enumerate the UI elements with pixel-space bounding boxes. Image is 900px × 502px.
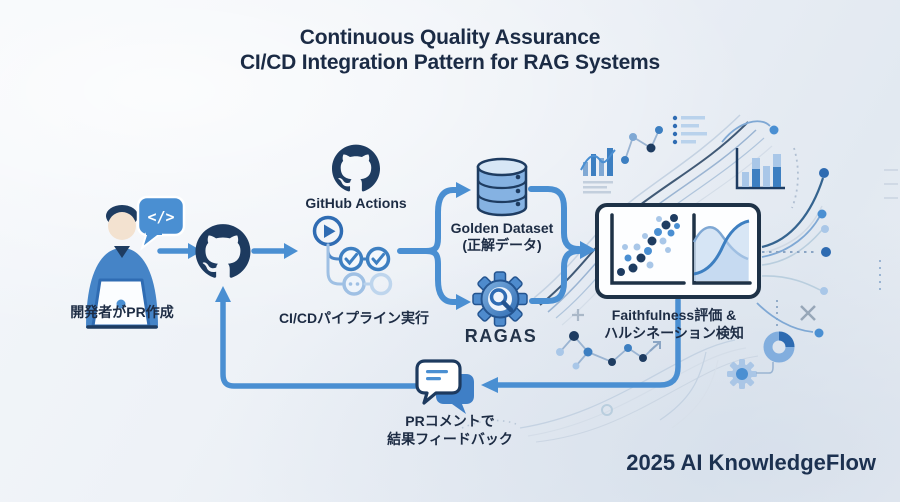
network-graph-top-deco <box>621 126 663 164</box>
database-icon <box>476 157 528 217</box>
scatter-area-charts-icon <box>595 203 761 299</box>
gear-deco-icon <box>727 359 757 389</box>
flow-arrows <box>157 182 681 393</box>
bottom-right-deco <box>572 300 824 416</box>
svg-text:</>: </> <box>147 208 174 226</box>
github-actions-octocat-icon <box>332 144 380 192</box>
evaluation-label-line-1: Faithfulness評価 & <box>611 307 737 323</box>
feedback-label-line-1: PRコメントで <box>405 413 495 429</box>
wavy-lines-lower-deco <box>461 339 759 443</box>
golden-dataset-label-ja: (正解データ) <box>462 237 542 253</box>
github-actions-label: GitHub Actions <box>305 195 407 211</box>
github-octocat-icon <box>195 224 251 278</box>
chat-bubbles-icon <box>415 359 474 414</box>
bar-chart-deco-icon <box>735 148 785 190</box>
evaluation-label-line-2: ハルシネーション検知 <box>604 325 744 341</box>
developer-label: 開発者がPR作成 <box>70 304 174 320</box>
developer-laptop-icon <box>86 205 158 329</box>
code-bubble-icon: </> <box>136 195 186 251</box>
ragas-label: RAGAS <box>464 326 538 346</box>
title-line-1: Continuous Quality Assurance <box>299 26 601 49</box>
feedback-label-line-2: 結果フィードバック <box>387 431 513 447</box>
bullet-list-deco-icon <box>672 115 707 145</box>
golden-dataset-label-en: Golden Dataset <box>450 220 554 236</box>
credit-text: 2025 AI KnowledgeFlow <box>626 450 876 475</box>
title-line-2: CI/CD Integration Pattern for RAG System… <box>239 51 661 74</box>
pipeline-workflow-icon <box>312 215 393 296</box>
circuit-lines-right-deco <box>721 120 898 295</box>
scatter-dots <box>617 214 680 276</box>
gear-magnifier-icon <box>472 271 528 327</box>
pipeline-label: CI/CDパイプライン実行 <box>278 310 430 326</box>
network-graph-bottom-deco <box>556 331 661 370</box>
mini-report-deco-icon <box>580 148 616 194</box>
